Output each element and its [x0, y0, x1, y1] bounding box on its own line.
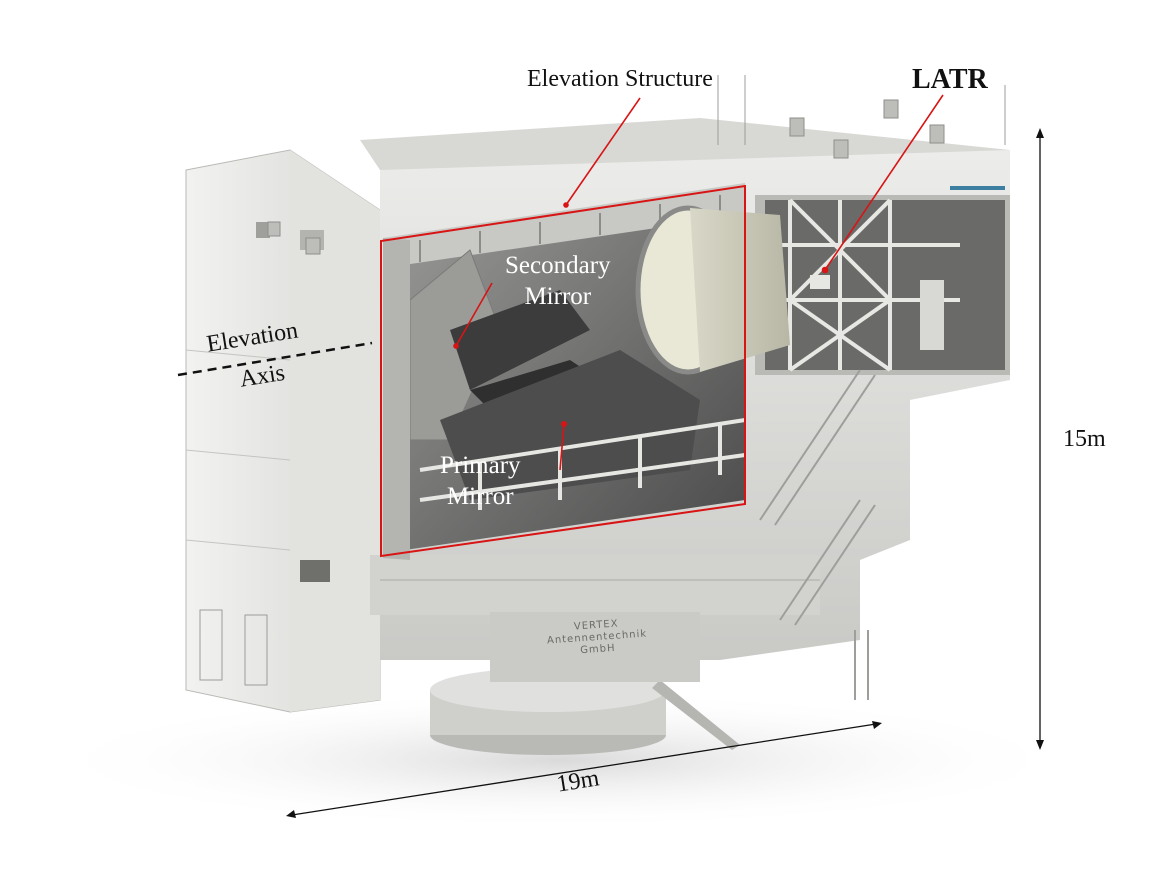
label-primary-mirror-line2: Mirror — [446, 483, 514, 511]
label-height: 15m — [1063, 426, 1106, 452]
elevation-interior — [383, 183, 790, 560]
label-secondary-mirror-line2: Mirror — [524, 283, 592, 311]
label-secondary-mirror-line1: Secondary — [505, 252, 611, 279]
roof-vents — [267, 99, 945, 255]
red-pointers — [453, 94, 944, 471]
dimension-arrows — [286, 128, 1044, 818]
elevation-axis-line — [177, 341, 373, 377]
label-primary-mirror: Primary Mirror — [440, 450, 521, 513]
ground-shadow — [40, 690, 1080, 830]
label-latr: LATR — [912, 64, 988, 95]
left-cabin — [185, 149, 381, 713]
label-secondary-mirror: Secondary Mirror — [505, 250, 611, 313]
antenna-posts — [717, 75, 1006, 145]
pedestal — [430, 668, 740, 755]
elevation-structure-outline — [380, 184, 746, 558]
label-elevation-structure: Elevation Structure — [527, 66, 713, 92]
receiver-cabin — [755, 186, 1010, 375]
label-primary-mirror-line1: Primary — [440, 452, 521, 479]
label-maker: VERTEX Antennentechnik GmbH — [546, 617, 649, 660]
stairs — [759, 369, 876, 700]
